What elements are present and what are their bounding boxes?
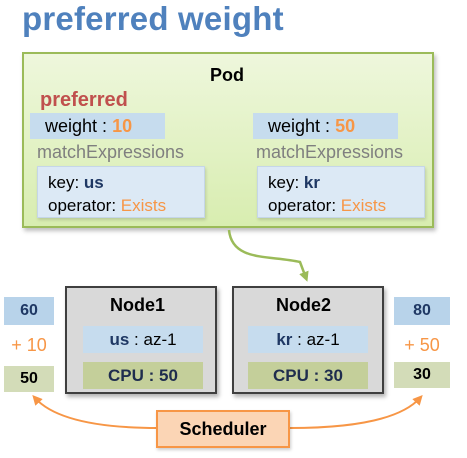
weight-label: weight : bbox=[268, 116, 331, 136]
operator-value: Exists bbox=[340, 196, 387, 215]
node2-score-initial: 80 bbox=[394, 297, 450, 325]
match-expressions-label: matchExpressions bbox=[37, 142, 185, 162]
operator-value: Exists bbox=[120, 196, 167, 215]
node2-title: Node2 bbox=[276, 295, 332, 315]
weight-box-us: weight : 10 bbox=[30, 113, 165, 139]
node2-cpu-label: CPU : 30 bbox=[248, 362, 368, 389]
key-label: key: bbox=[268, 173, 300, 192]
node1-score-cpu: 50 bbox=[4, 366, 54, 392]
weight-label: weight : bbox=[45, 116, 108, 136]
zone-key: us bbox=[109, 330, 130, 349]
operator-label: operator: bbox=[268, 196, 337, 215]
weight-value: 10 bbox=[112, 116, 133, 136]
node2-score-cpu: 30 bbox=[394, 362, 450, 388]
pod-to-node2-arrow bbox=[227, 229, 309, 282]
operator-label: operator: bbox=[48, 196, 117, 215]
node2-score-bonus: + 50 bbox=[404, 335, 440, 355]
node1-zone-label: us : az-1 bbox=[83, 326, 203, 353]
node1-title: Node1 bbox=[110, 295, 166, 315]
zone-sep: : bbox=[297, 330, 302, 349]
node1-cpu-label: CPU : 50 bbox=[83, 362, 203, 389]
zone-value: az-1 bbox=[306, 330, 340, 349]
zone-value: az-1 bbox=[143, 330, 177, 349]
match-expression-us: key: us operator: Exists bbox=[37, 166, 205, 218]
node2-zone-label: kr : az-1 bbox=[248, 326, 368, 353]
node1-score-initial: 60 bbox=[4, 297, 54, 325]
scheduler-to-node1-arrow bbox=[32, 395, 159, 429]
pod-title: Pod bbox=[210, 65, 244, 85]
zone-key: kr bbox=[276, 330, 293, 349]
key-label: key: bbox=[48, 173, 80, 192]
key-value: us bbox=[83, 173, 104, 192]
preferred-label: preferred bbox=[40, 89, 128, 111]
page-title: preferred weight bbox=[22, 0, 284, 37]
weight-value: 50 bbox=[335, 116, 356, 136]
match-expression-kr: key: kr operator: Exists bbox=[257, 166, 425, 218]
scheduler-box: Scheduler bbox=[156, 410, 290, 448]
scheduler-to-node2-arrow bbox=[289, 395, 423, 429]
node1-score-bonus: + 10 bbox=[11, 335, 47, 355]
match-expressions-label: matchExpressions bbox=[256, 142, 404, 162]
weight-box-kr: weight : 50 bbox=[253, 113, 398, 139]
zone-sep: : bbox=[134, 330, 139, 349]
key-value: kr bbox=[303, 173, 320, 192]
